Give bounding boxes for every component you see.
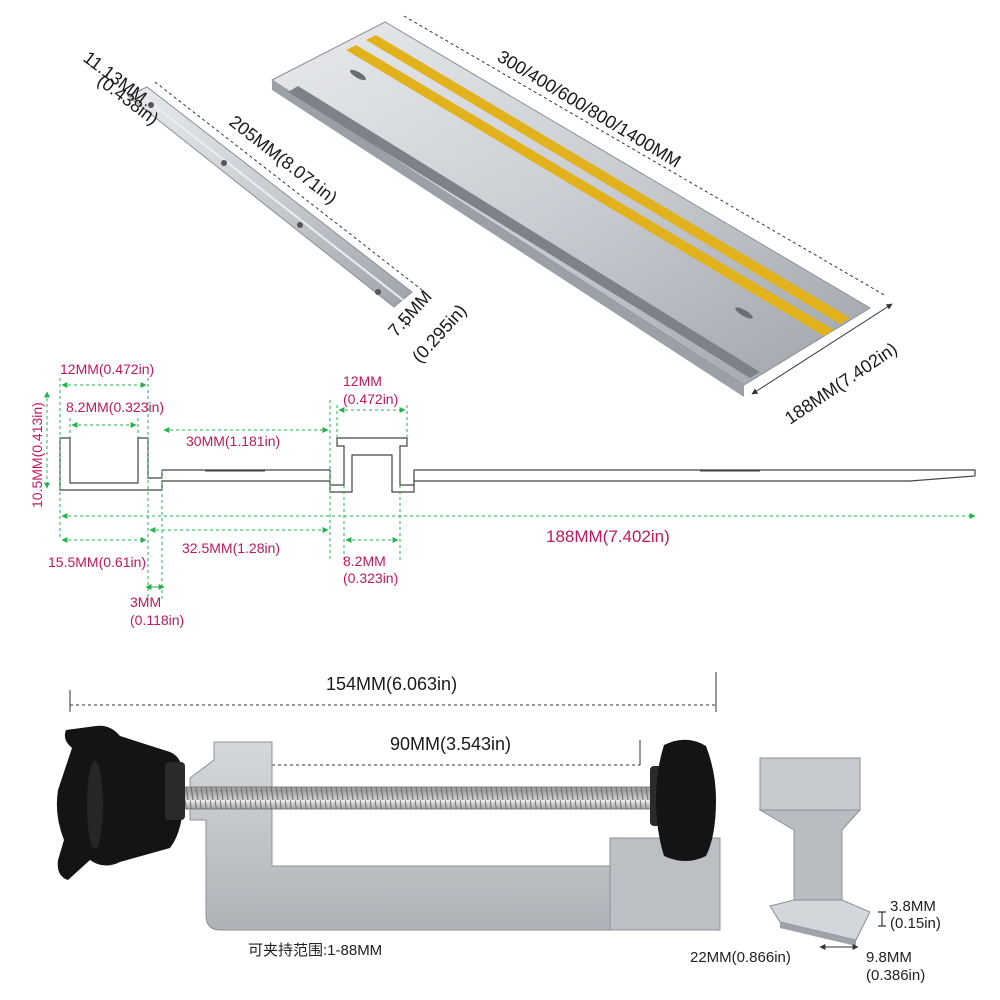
slot2-inner-in-label: (0.323in) bbox=[343, 570, 398, 586]
t-bolt-neck bbox=[758, 809, 862, 905]
slot-height-label: 10.5MM(0.413in) bbox=[29, 402, 45, 508]
connector-bar bbox=[127, 86, 413, 308]
screw-hole-icon bbox=[297, 222, 303, 228]
connector-thickness-line bbox=[399, 317, 411, 327]
t-bolt-shank bbox=[759, 757, 861, 811]
head-width-in-label: (0.386in) bbox=[866, 967, 925, 984]
connector-bar-highlight bbox=[136, 91, 404, 301]
head-height-label: 3.8MM bbox=[890, 898, 936, 915]
slot2-outer-label: 12MM bbox=[343, 373, 382, 389]
mid-offset-label: 32.5MM(1.28in) bbox=[182, 540, 280, 556]
rail-profile bbox=[59, 437, 976, 493]
connector-length-line bbox=[154, 81, 423, 291]
screw-hole-icon bbox=[148, 102, 154, 108]
profile-labels: 12MM(0.472in) 8.2MM(0.323in) 10.5MM(0.41… bbox=[29, 361, 670, 628]
slot2-outer-in-label: (0.472in) bbox=[343, 391, 398, 407]
overall-length-label: 154MM(6.063in) bbox=[326, 674, 457, 694]
knob-right-icon bbox=[650, 739, 716, 861]
clamp-body bbox=[189, 741, 721, 931]
knob-left-icon bbox=[56, 725, 185, 880]
screw-hole-icon bbox=[375, 289, 381, 295]
yellow-strip bbox=[346, 45, 834, 336]
gap-label: 30MM(1.181in) bbox=[186, 433, 280, 449]
slot-inner-label: 8.2MM(0.323in) bbox=[66, 399, 164, 415]
slot-hole-icon bbox=[350, 69, 366, 81]
head-width-label: 9.8MM bbox=[866, 949, 912, 966]
rail-length-line bbox=[403, 15, 887, 297]
yellow-strip bbox=[366, 35, 850, 324]
wall-in-label: (0.118in) bbox=[130, 612, 184, 628]
screw-hole-icon bbox=[221, 160, 227, 166]
clamp-range-label: 可夹持范围:1-88MM bbox=[248, 942, 382, 959]
slot-hole-icon bbox=[735, 307, 753, 319]
screw-length-label: 90MM(3.543in) bbox=[390, 734, 511, 754]
wall-label: 3MM bbox=[130, 594, 161, 610]
profile-dimension-lines bbox=[44, 378, 976, 600]
slot-inner-wall bbox=[69, 448, 139, 483]
total-width-label: 188MM(7.402in) bbox=[546, 527, 670, 546]
t-bolt-head-edge bbox=[780, 922, 856, 946]
head-length-label: 22MM(0.866in) bbox=[690, 949, 791, 966]
guide-rail bbox=[271, 21, 871, 397]
left-offset-label: 15.5MM(0.61in) bbox=[48, 554, 146, 570]
clamp-dimensions: 154MM(6.063in) 90MM(3.543in) bbox=[69, 672, 717, 766]
rail-width-line bbox=[751, 303, 893, 395]
t-bolt-dimensions: 3.8MM (0.15in) 22MM(0.866in) 9.8MM (0.38… bbox=[690, 898, 941, 984]
threaded-rod bbox=[179, 786, 661, 810]
profile-outline bbox=[59, 437, 976, 493]
head-height-in-label: (0.15in) bbox=[890, 915, 941, 932]
t-bolt bbox=[758, 757, 871, 946]
guide-rail-groove bbox=[288, 86, 760, 378]
guide-rail-edge bbox=[272, 80, 744, 397]
slot2-inner-label: 8.2MM bbox=[343, 553, 386, 569]
clamp: 可夹持范围:1-88MM bbox=[56, 725, 721, 959]
slot-outer-label: 12MM(0.472in) bbox=[60, 361, 154, 377]
